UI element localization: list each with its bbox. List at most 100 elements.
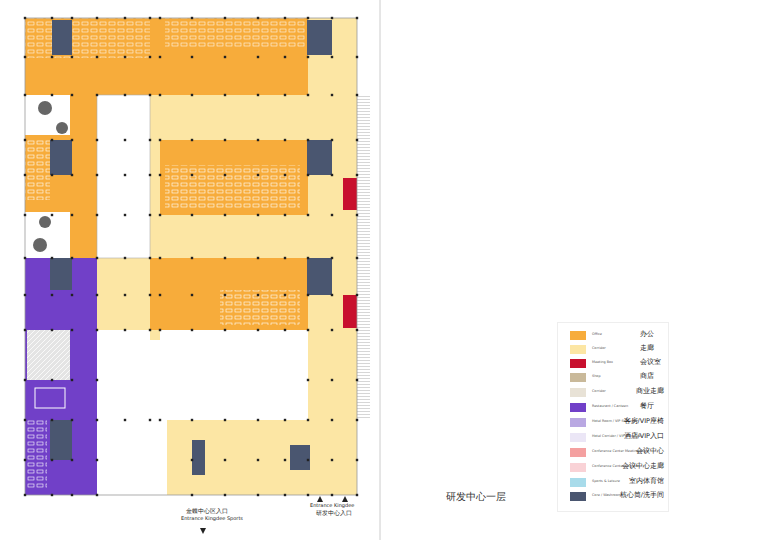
legend-label: 商店 <box>640 373 654 380</box>
plan-rect <box>24 494 26 496</box>
legend-english: Core / Washrooms <box>592 494 623 498</box>
plan-rect <box>191 174 193 176</box>
plan-rect <box>284 174 286 176</box>
plan-rect <box>149 17 151 19</box>
plan-rect <box>159 329 161 331</box>
plan-g <box>24 17 358 496</box>
plan-rect <box>51 257 53 259</box>
plan-rect <box>96 17 98 19</box>
plan-rect <box>149 214 151 216</box>
plan-line <box>380 0 381 540</box>
plan-rect <box>149 139 151 141</box>
legend-label: 会议室 <box>640 359 661 366</box>
plan-rect <box>97 95 150 258</box>
plan-rect <box>284 419 286 421</box>
plan-rect <box>224 214 226 216</box>
legend-label: 走廊 <box>640 345 654 352</box>
plan-rect <box>71 459 73 461</box>
plan-rect <box>331 329 333 331</box>
legend-label: 会议中心 <box>636 448 664 455</box>
plan-rect <box>25 18 357 495</box>
plan-rect <box>51 214 53 216</box>
plan-g <box>33 101 68 252</box>
plan-rect <box>356 459 358 461</box>
plan-rect <box>25 212 70 258</box>
plan-rect <box>24 139 26 141</box>
plan-rect <box>149 329 151 331</box>
plan-rect <box>224 17 226 19</box>
plan-rect <box>35 388 65 408</box>
legend-swatch <box>570 492 586 501</box>
plan-rect <box>51 139 53 141</box>
plan-rect <box>257 257 259 259</box>
plan-circle <box>56 122 68 134</box>
plan-rect <box>51 329 53 331</box>
plan-rect <box>284 329 286 331</box>
plan-rect <box>331 94 333 96</box>
plan-rect <box>124 257 126 259</box>
plan-rect <box>191 419 193 421</box>
legend-swatch <box>570 373 586 382</box>
plan-rect <box>25 140 50 200</box>
plan-rect <box>307 56 309 58</box>
plan-rect <box>191 294 193 296</box>
plan-rect <box>331 257 333 259</box>
plan-rect <box>224 174 226 176</box>
plan-rect <box>124 17 126 19</box>
plan-rect <box>356 139 358 141</box>
plan-rect <box>50 258 72 290</box>
legend-swatch <box>570 331 586 340</box>
plan-rect <box>160 95 308 140</box>
plan-rect <box>307 459 309 461</box>
plan-rect <box>257 459 259 461</box>
plan-rect <box>51 56 53 58</box>
plan-rect <box>25 95 70 135</box>
plan-rect <box>159 257 161 259</box>
plan-rect <box>96 257 98 259</box>
plan-rect <box>25 18 308 95</box>
plan-rect <box>24 419 26 421</box>
plan-rect <box>331 459 333 461</box>
plan-rect <box>356 214 358 216</box>
legend-swatch <box>570 403 586 412</box>
plan-rect <box>331 56 333 58</box>
plan-rect <box>96 94 98 96</box>
plan-rect <box>257 494 259 496</box>
plan-rect <box>51 459 53 461</box>
plan-rect <box>71 214 73 216</box>
legend-english: Shop <box>592 375 601 379</box>
plan-rect <box>284 139 286 141</box>
plan-rect <box>96 379 98 381</box>
plan-rect <box>149 419 151 421</box>
plan-rect <box>284 257 286 259</box>
plan-rect <box>224 294 226 296</box>
plan-rect <box>71 94 73 96</box>
plan-rect <box>160 215 308 258</box>
plan-rect <box>257 329 259 331</box>
plan-rect <box>51 294 53 296</box>
plan-rect <box>224 257 226 259</box>
plan-rect <box>159 94 161 96</box>
plan-rect <box>24 56 26 58</box>
plan-rect <box>307 174 309 176</box>
plan-rect <box>71 56 73 58</box>
plan-rect <box>284 494 286 496</box>
plan-rect <box>307 419 309 421</box>
plan-rect <box>71 139 73 141</box>
legend-swatch <box>570 478 586 487</box>
plan-rect <box>124 56 126 58</box>
plan-rect <box>96 494 98 496</box>
plan-rect <box>96 419 98 421</box>
plan-rect <box>71 174 73 176</box>
legend-swatch <box>570 433 586 442</box>
plan-rect <box>356 294 358 296</box>
legend-label: 客房/VIP座椅 <box>624 418 664 425</box>
plan-rect <box>224 329 226 331</box>
plan-rect <box>124 174 126 176</box>
legend-swatch <box>570 345 586 354</box>
plan-rect <box>124 329 126 331</box>
legend-swatch <box>570 359 586 368</box>
plan-rect <box>191 494 193 496</box>
plan-rect <box>224 94 226 96</box>
plan-rect <box>71 419 73 421</box>
